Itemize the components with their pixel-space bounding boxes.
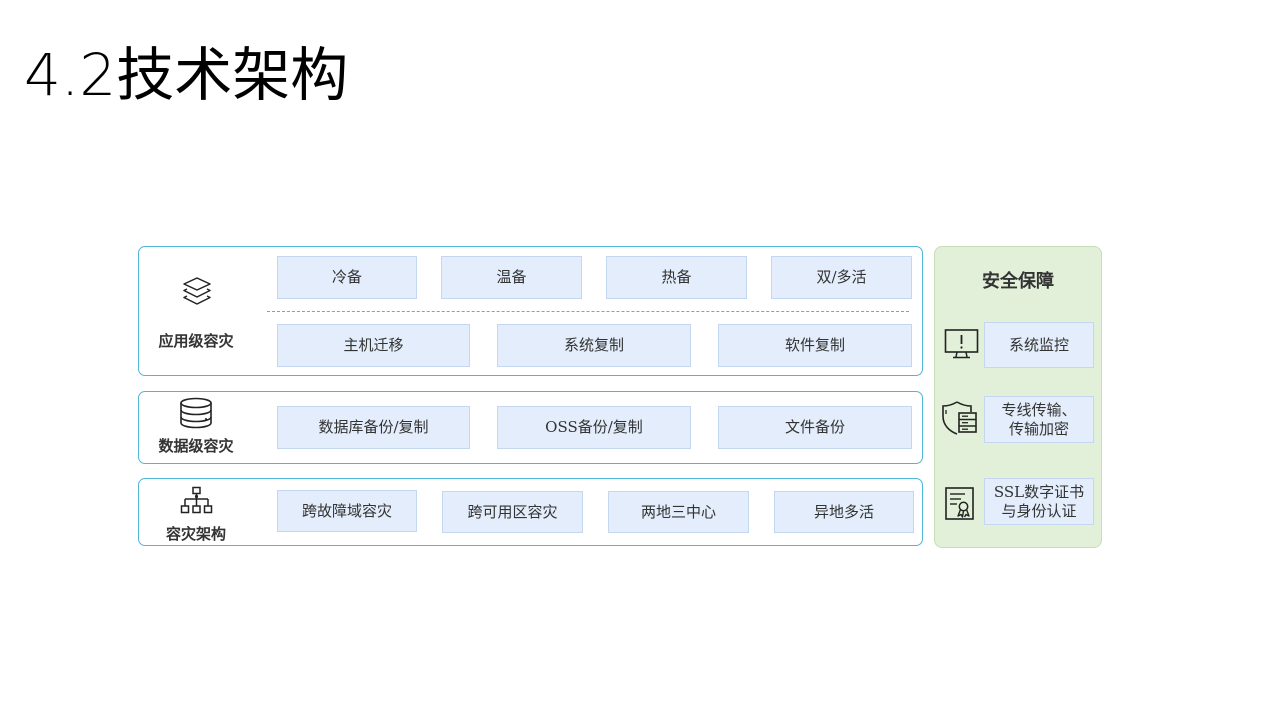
layers-icon: [183, 277, 211, 305]
system-monitoring-cell: 系统监控: [984, 322, 1094, 368]
data-level-label: 数据级容灾: [158, 437, 234, 455]
shield-server-icon: [942, 401, 977, 435]
security-title: 安全保障: [982, 271, 1054, 292]
app-level-divider: [267, 311, 909, 312]
database-icon: [180, 397, 212, 429]
dedicated-line-encryption-cell: 专线传输、 传输加密: [984, 396, 1094, 443]
app-level-label: 应用级容灾: [158, 332, 234, 350]
monitor-alert-icon: [944, 329, 979, 359]
active-active-cell: 双/多活: [771, 256, 912, 299]
cross-az-cell: 跨可用区容灾: [442, 491, 583, 533]
oss-backup-cell: OSS备份/复制: [497, 406, 691, 449]
file-backup-cell: 文件备份: [718, 406, 912, 449]
warm-backup-cell: 温备: [441, 256, 582, 299]
two-site-three-center-cell: 两地三中心: [608, 491, 749, 533]
cross-fault-domain-cell: 跨故障域容灾: [277, 490, 417, 532]
cold-backup-cell: 冷备: [277, 256, 417, 299]
dr-architecture-label: 容灾架构: [165, 525, 226, 543]
host-migration-cell: 主机迁移: [277, 324, 470, 367]
ssl-certificate-cell: SSL数字证书 与身份认证: [984, 478, 1094, 525]
hierarchy-icon: [180, 486, 213, 514]
hot-backup-cell: 热备: [606, 256, 747, 299]
geo-active-active-cell: 异地多活: [774, 491, 914, 533]
system-replication-cell: 系统复制: [497, 324, 691, 367]
software-replication-cell: 软件复制: [718, 324, 912, 367]
db-backup-cell: 数据库备份/复制: [277, 406, 470, 449]
page-title: 4.2技术架构: [24, 41, 349, 109]
certificate-icon: [945, 487, 974, 520]
